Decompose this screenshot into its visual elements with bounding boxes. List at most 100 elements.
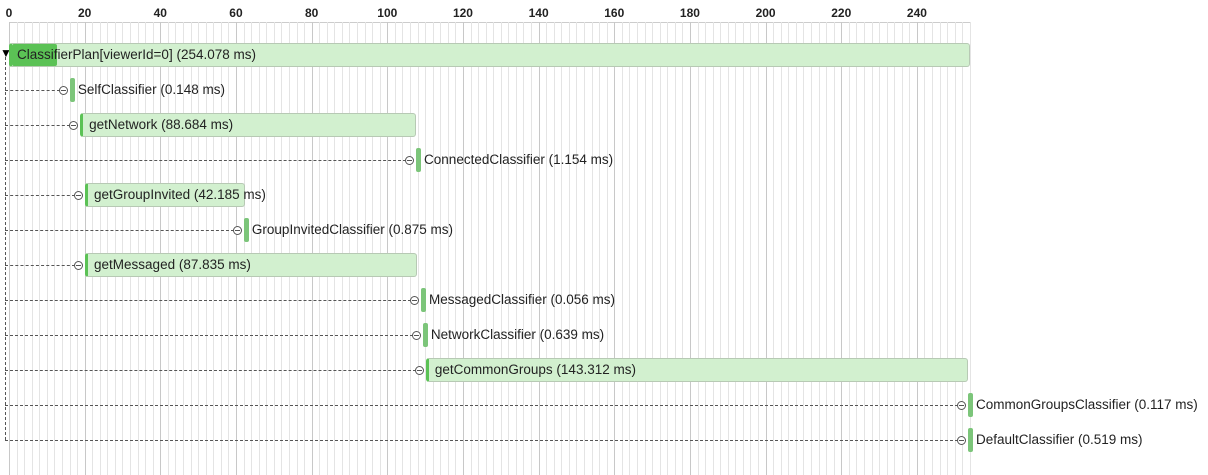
gridline (667, 22, 669, 475)
axis-tick-label: 120 (452, 6, 473, 20)
gridline (160, 22, 162, 475)
gridline (871, 22, 873, 475)
axis-tick-label: 180 (679, 6, 700, 20)
gridline (909, 22, 911, 475)
connector-dash (5, 230, 234, 231)
gridline (697, 22, 699, 475)
gridline (780, 22, 782, 475)
span-bar[interactable] (243, 218, 249, 242)
axis-tick-label: 20 (77, 6, 92, 20)
span-bar[interactable] (967, 428, 973, 452)
gridline (765, 22, 767, 475)
span-bar[interactable] (420, 288, 426, 312)
connector-dash (5, 160, 407, 161)
span-bar[interactable] (416, 148, 422, 172)
gridline (425, 22, 427, 475)
span-label: getMessaged (87.835 ms) (94, 257, 251, 272)
gridline (629, 22, 631, 475)
span-bar[interactable] (85, 183, 245, 207)
gridline (856, 22, 858, 475)
span-marker-icon (74, 261, 84, 270)
gridline (894, 22, 896, 475)
connector-dash (5, 335, 413, 336)
span-bar[interactable] (69, 78, 75, 102)
gridline (137, 22, 139, 475)
span-bar[interactable] (967, 393, 973, 417)
gridline (515, 22, 517, 475)
tree-connector (5, 52, 6, 440)
gridline (523, 22, 525, 475)
gridline (326, 22, 328, 475)
span-bar[interactable] (85, 253, 418, 277)
gridline (652, 22, 654, 475)
gridline (810, 22, 812, 475)
gridline (24, 22, 26, 475)
span-label: getCommonGroups (143.312 ms) (434, 362, 636, 377)
gridline (243, 22, 245, 475)
gridline (833, 22, 835, 475)
gridline (939, 22, 941, 475)
gridline (788, 22, 790, 475)
collapse-triangle-icon[interactable]: ▼ (0, 46, 12, 60)
span-label: DefaultClassifier (0.519 ms) (975, 432, 1143, 447)
gridline (916, 22, 918, 475)
gridline (402, 22, 404, 475)
gridline (311, 22, 313, 475)
gridline (16, 22, 18, 475)
gridline (485, 22, 487, 475)
connector-dash (5, 125, 71, 126)
span-label: SelfClassifier (0.148 ms) (77, 82, 225, 97)
gridline (561, 22, 563, 475)
gridline (727, 22, 729, 475)
gridline (220, 22, 222, 475)
axis-tick-label: 240 (906, 6, 927, 20)
span-bar[interactable] (80, 113, 416, 137)
gridline (175, 22, 177, 475)
span-marker-icon (74, 191, 84, 200)
gridline (659, 22, 661, 475)
gridline (614, 22, 616, 475)
gridline (235, 22, 237, 475)
gridline (440, 22, 442, 475)
gridline (674, 22, 676, 475)
gridline (932, 22, 934, 475)
gridline (69, 22, 71, 475)
axis-tick-label: 0 (5, 6, 13, 20)
connector-dash (5, 370, 416, 371)
gridline (508, 22, 510, 475)
gridline (758, 22, 760, 475)
gridline (773, 22, 775, 475)
gridline (682, 22, 684, 475)
axis-line (9, 22, 971, 23)
gridline (379, 22, 381, 475)
axis-tick-label: 60 (229, 6, 243, 20)
gridline (107, 22, 109, 475)
gridline (621, 22, 623, 475)
span-bar-root[interactable] (9, 43, 971, 67)
gridline (606, 22, 608, 475)
connector-dash (5, 265, 76, 266)
span-bar[interactable] (422, 323, 428, 347)
span-marker-icon (409, 296, 419, 305)
span-self-time (12, 44, 58, 66)
gridline (357, 22, 359, 475)
axis-tick-label: 160 (604, 6, 625, 20)
gridline (886, 22, 888, 475)
gridline (432, 22, 434, 475)
gridline (46, 22, 48, 475)
span-bar[interactable] (425, 358, 969, 382)
gridline (863, 22, 865, 475)
gridline (447, 22, 449, 475)
gridline (546, 22, 548, 475)
gridline (99, 22, 101, 475)
gridline (409, 22, 411, 475)
gridline (742, 22, 744, 475)
span-marker-icon (232, 226, 242, 235)
span-label: getNetwork (88.684 ms) (89, 117, 234, 132)
gridline (826, 22, 828, 475)
gridline (258, 22, 260, 475)
axis-tick-label: 40 (153, 6, 167, 20)
gridline (273, 22, 275, 475)
span-marker-icon (956, 436, 966, 445)
gridline (947, 22, 949, 475)
